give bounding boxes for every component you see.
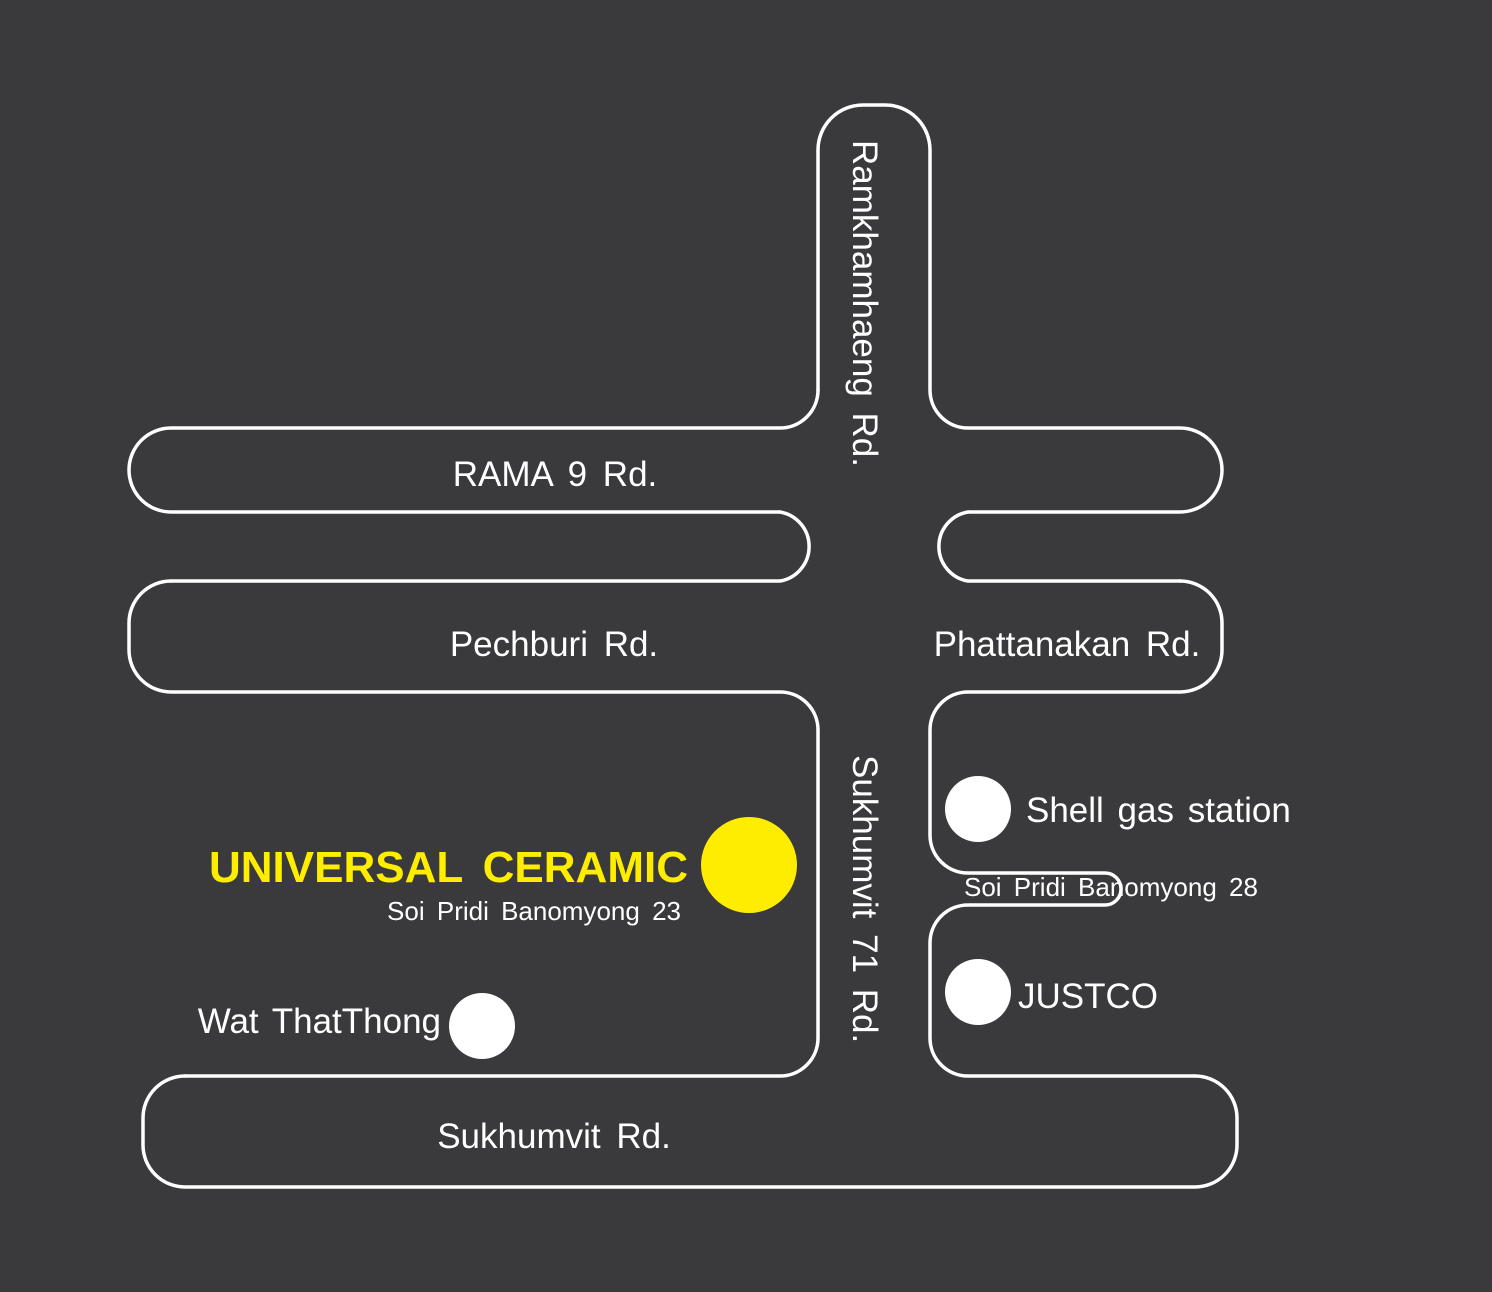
landmark-wat-thatthong[interactable]: Wat ThatThong <box>198 993 515 1059</box>
road-stub-left <box>169 510 811 583</box>
landmark-shell[interactable]: Shell gas station <box>945 776 1291 842</box>
road-label-soi-23: Soi Pridi Banomyong 23 <box>387 896 681 926</box>
landmark-universal-ceramic[interactable]: UNIVERSAL CERAMIC <box>209 817 797 913</box>
landmark-justco[interactable]: JUSTCO <box>945 959 1158 1025</box>
road-phattanakan-outline <box>928 579 1224 1078</box>
road-label-phattanakan: Phattanakan Rd. <box>934 625 1201 664</box>
landmark-dot-icon <box>449 993 515 1059</box>
road-rama9-left-outline <box>127 388 820 514</box>
road-label-sukhumvit: Sukhumvit Rd. <box>437 1117 671 1156</box>
road-label-sukhumvit71: Sukhumvit 71 Rd. <box>845 755 884 1043</box>
road-stub-right <box>937 510 1182 583</box>
landmark-label-wat: Wat ThatThong <box>198 1002 441 1041</box>
landmark-dot-icon <box>945 776 1011 842</box>
road-label-rama9: RAMA 9 Rd. <box>453 455 658 494</box>
landmark-label-justco: JUSTCO <box>1018 977 1158 1016</box>
brand-name-label: UNIVERSAL CERAMIC <box>209 843 688 892</box>
landmark-label-shell: Shell gas station <box>1026 791 1291 830</box>
location-pin-icon <box>701 817 797 913</box>
road-ramkhamhaeng-rama9-outline <box>816 103 1224 514</box>
road-label-pechburi: Pechburi Rd. <box>450 625 658 664</box>
road-pechburi-outline <box>127 579 820 1078</box>
road-label-soi-28: Soi Pridi Banomyong 28 <box>964 872 1258 902</box>
landmark-dot-icon <box>945 959 1011 1025</box>
road-sukhumvit-outline <box>141 1074 1239 1189</box>
road-network <box>127 103 1239 1189</box>
road-label-ramkhamhaeng: Ramkhamhaeng Rd. <box>845 140 884 467</box>
